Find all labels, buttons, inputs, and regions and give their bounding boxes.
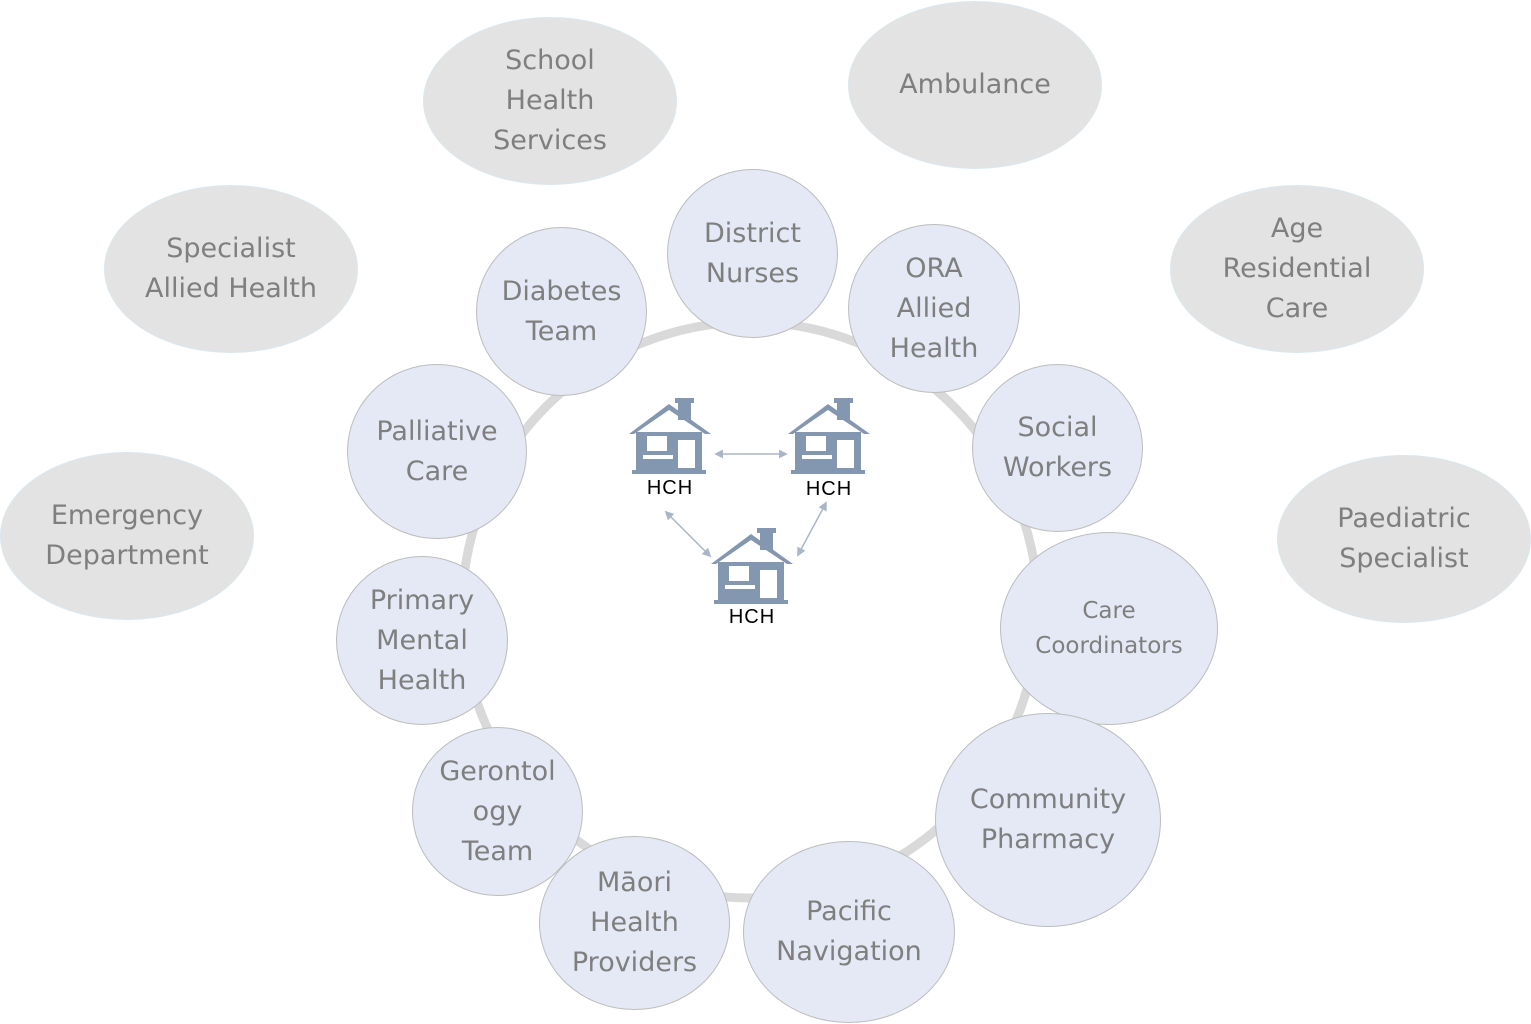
house-icon — [711, 528, 793, 604]
maori-health-providers-node: Māori Health Providers — [539, 836, 730, 1010]
ambulance-node: Ambulance — [848, 1, 1102, 169]
community-pharmacy-node: Community Pharmacy — [935, 713, 1161, 927]
gerontology-team-node: Gerontol ogy Team — [412, 727, 583, 896]
diabetes-team-node: Diabetes Team — [476, 227, 647, 396]
hch-label-left: HCH — [646, 477, 694, 499]
school-health-services-node: School Health Services — [423, 17, 677, 185]
palliative-care-node: Palliative Care — [347, 364, 527, 539]
district-nurses-node: District Nurses — [667, 169, 838, 338]
hch-label-bottom: HCH — [728, 606, 776, 628]
primary-mental-health-node: Primary Mental Health — [336, 556, 508, 725]
paediatric-specialist-node: Paediatric Specialist — [1277, 455, 1531, 623]
pacific-navigation-node: Pacific Navigation — [743, 841, 955, 1023]
age-residential-care-node: Age Residential Care — [1170, 185, 1424, 353]
ora-allied-health-node: ORA Allied Health — [848, 224, 1020, 393]
specialist-allied-health-node: Specialist Allied Health — [104, 185, 358, 353]
hub-link-right-bottom — [797, 501, 827, 557]
social-workers-node: Social Workers — [972, 364, 1143, 532]
house-icon — [629, 398, 711, 474]
emergency-department-node: Emergency Department — [0, 452, 254, 620]
hch-label-right: HCH — [805, 478, 853, 500]
care-coordinators-node: Care Coordinators — [1000, 532, 1218, 725]
house-icon — [788, 398, 870, 474]
hub-link-left-bottom — [664, 510, 712, 558]
